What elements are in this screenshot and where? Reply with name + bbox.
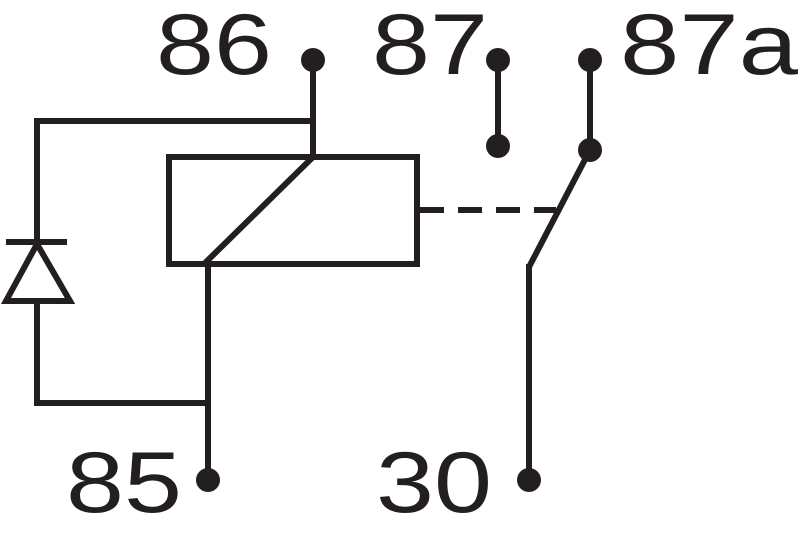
- suppression-diode: [0, 237, 76, 304]
- terminal-87-dot: [486, 48, 510, 72]
- label-87: 87: [372, 0, 488, 93]
- terminal-30-dot: [517, 468, 541, 492]
- label-85: 85: [66, 435, 182, 531]
- label-86: 86: [156, 0, 272, 93]
- contact-87-dot: [486, 134, 510, 158]
- wire-diode-bottom: [34, 301, 208, 406]
- terminal-85-dot: [196, 468, 220, 492]
- terminal-86-dot: [301, 48, 325, 72]
- label-87a: 87a: [620, 0, 798, 93]
- label-30: 30: [376, 435, 492, 531]
- terminal-87a-dot: [578, 48, 602, 72]
- wire-diode-top: [34, 118, 313, 242]
- relay-coil-diagonal: [201, 154, 316, 267]
- contact-87a-dot: [578, 138, 602, 162]
- switch-arm: [526, 148, 593, 269]
- relay-coil-body: [166, 154, 420, 267]
- diode-triangle: [0, 237, 76, 304]
